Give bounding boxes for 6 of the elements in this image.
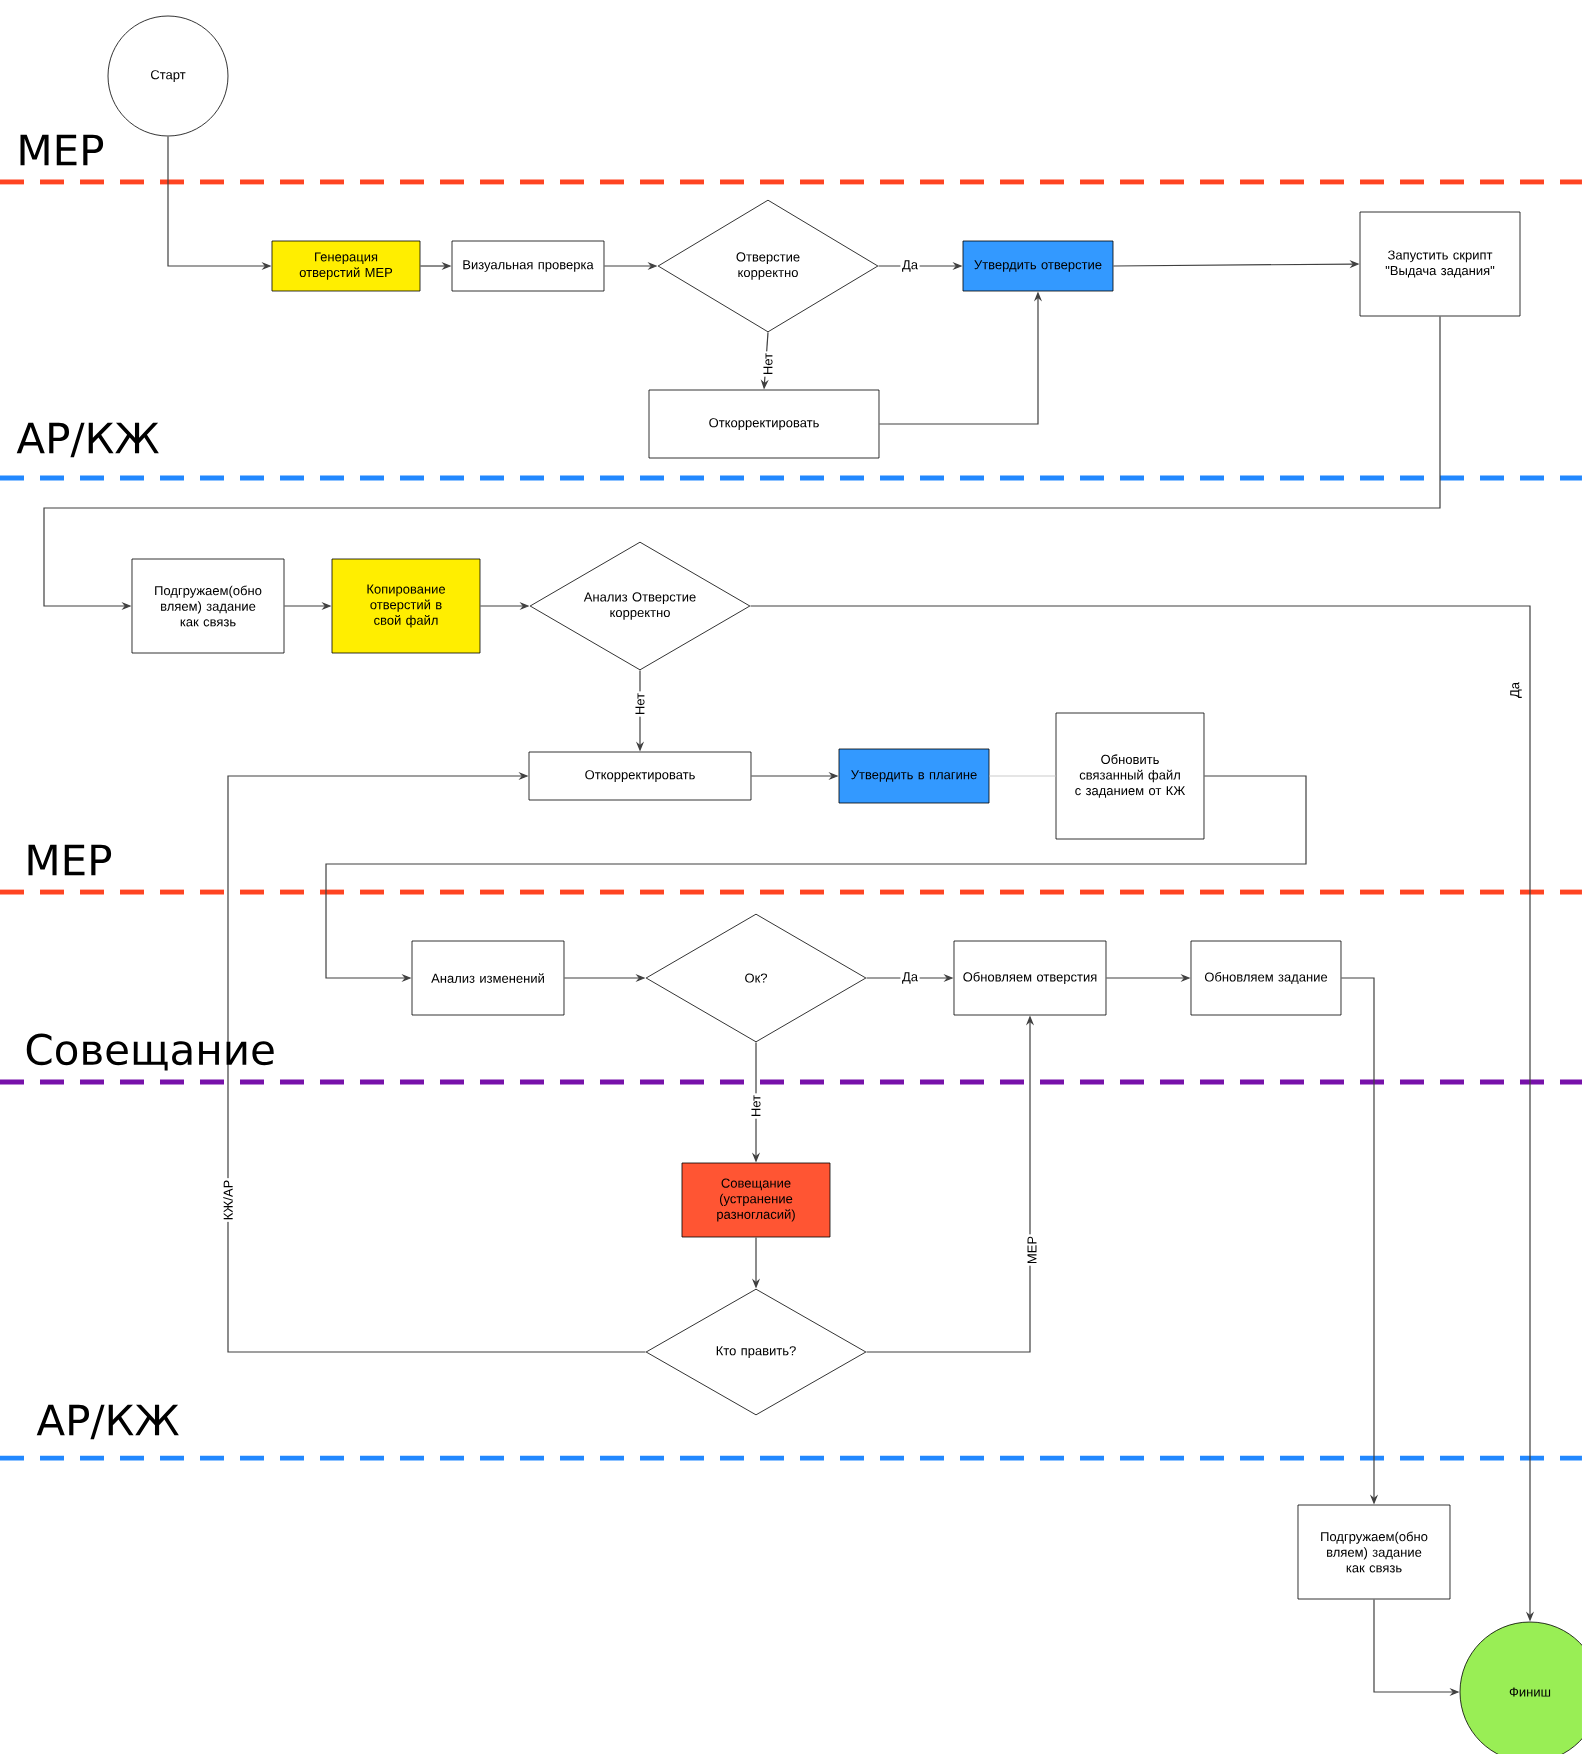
lane-label: MEP — [28, 844, 112, 876]
connector-arrow — [227, 771, 647, 1353]
lane-label: АР/КЖ — [16, 422, 159, 458]
lane-label: Совещание — [26, 1033, 274, 1071]
lane-label: MEP — [20, 134, 104, 166]
lane-label: АР/КЖ — [36, 1404, 179, 1440]
